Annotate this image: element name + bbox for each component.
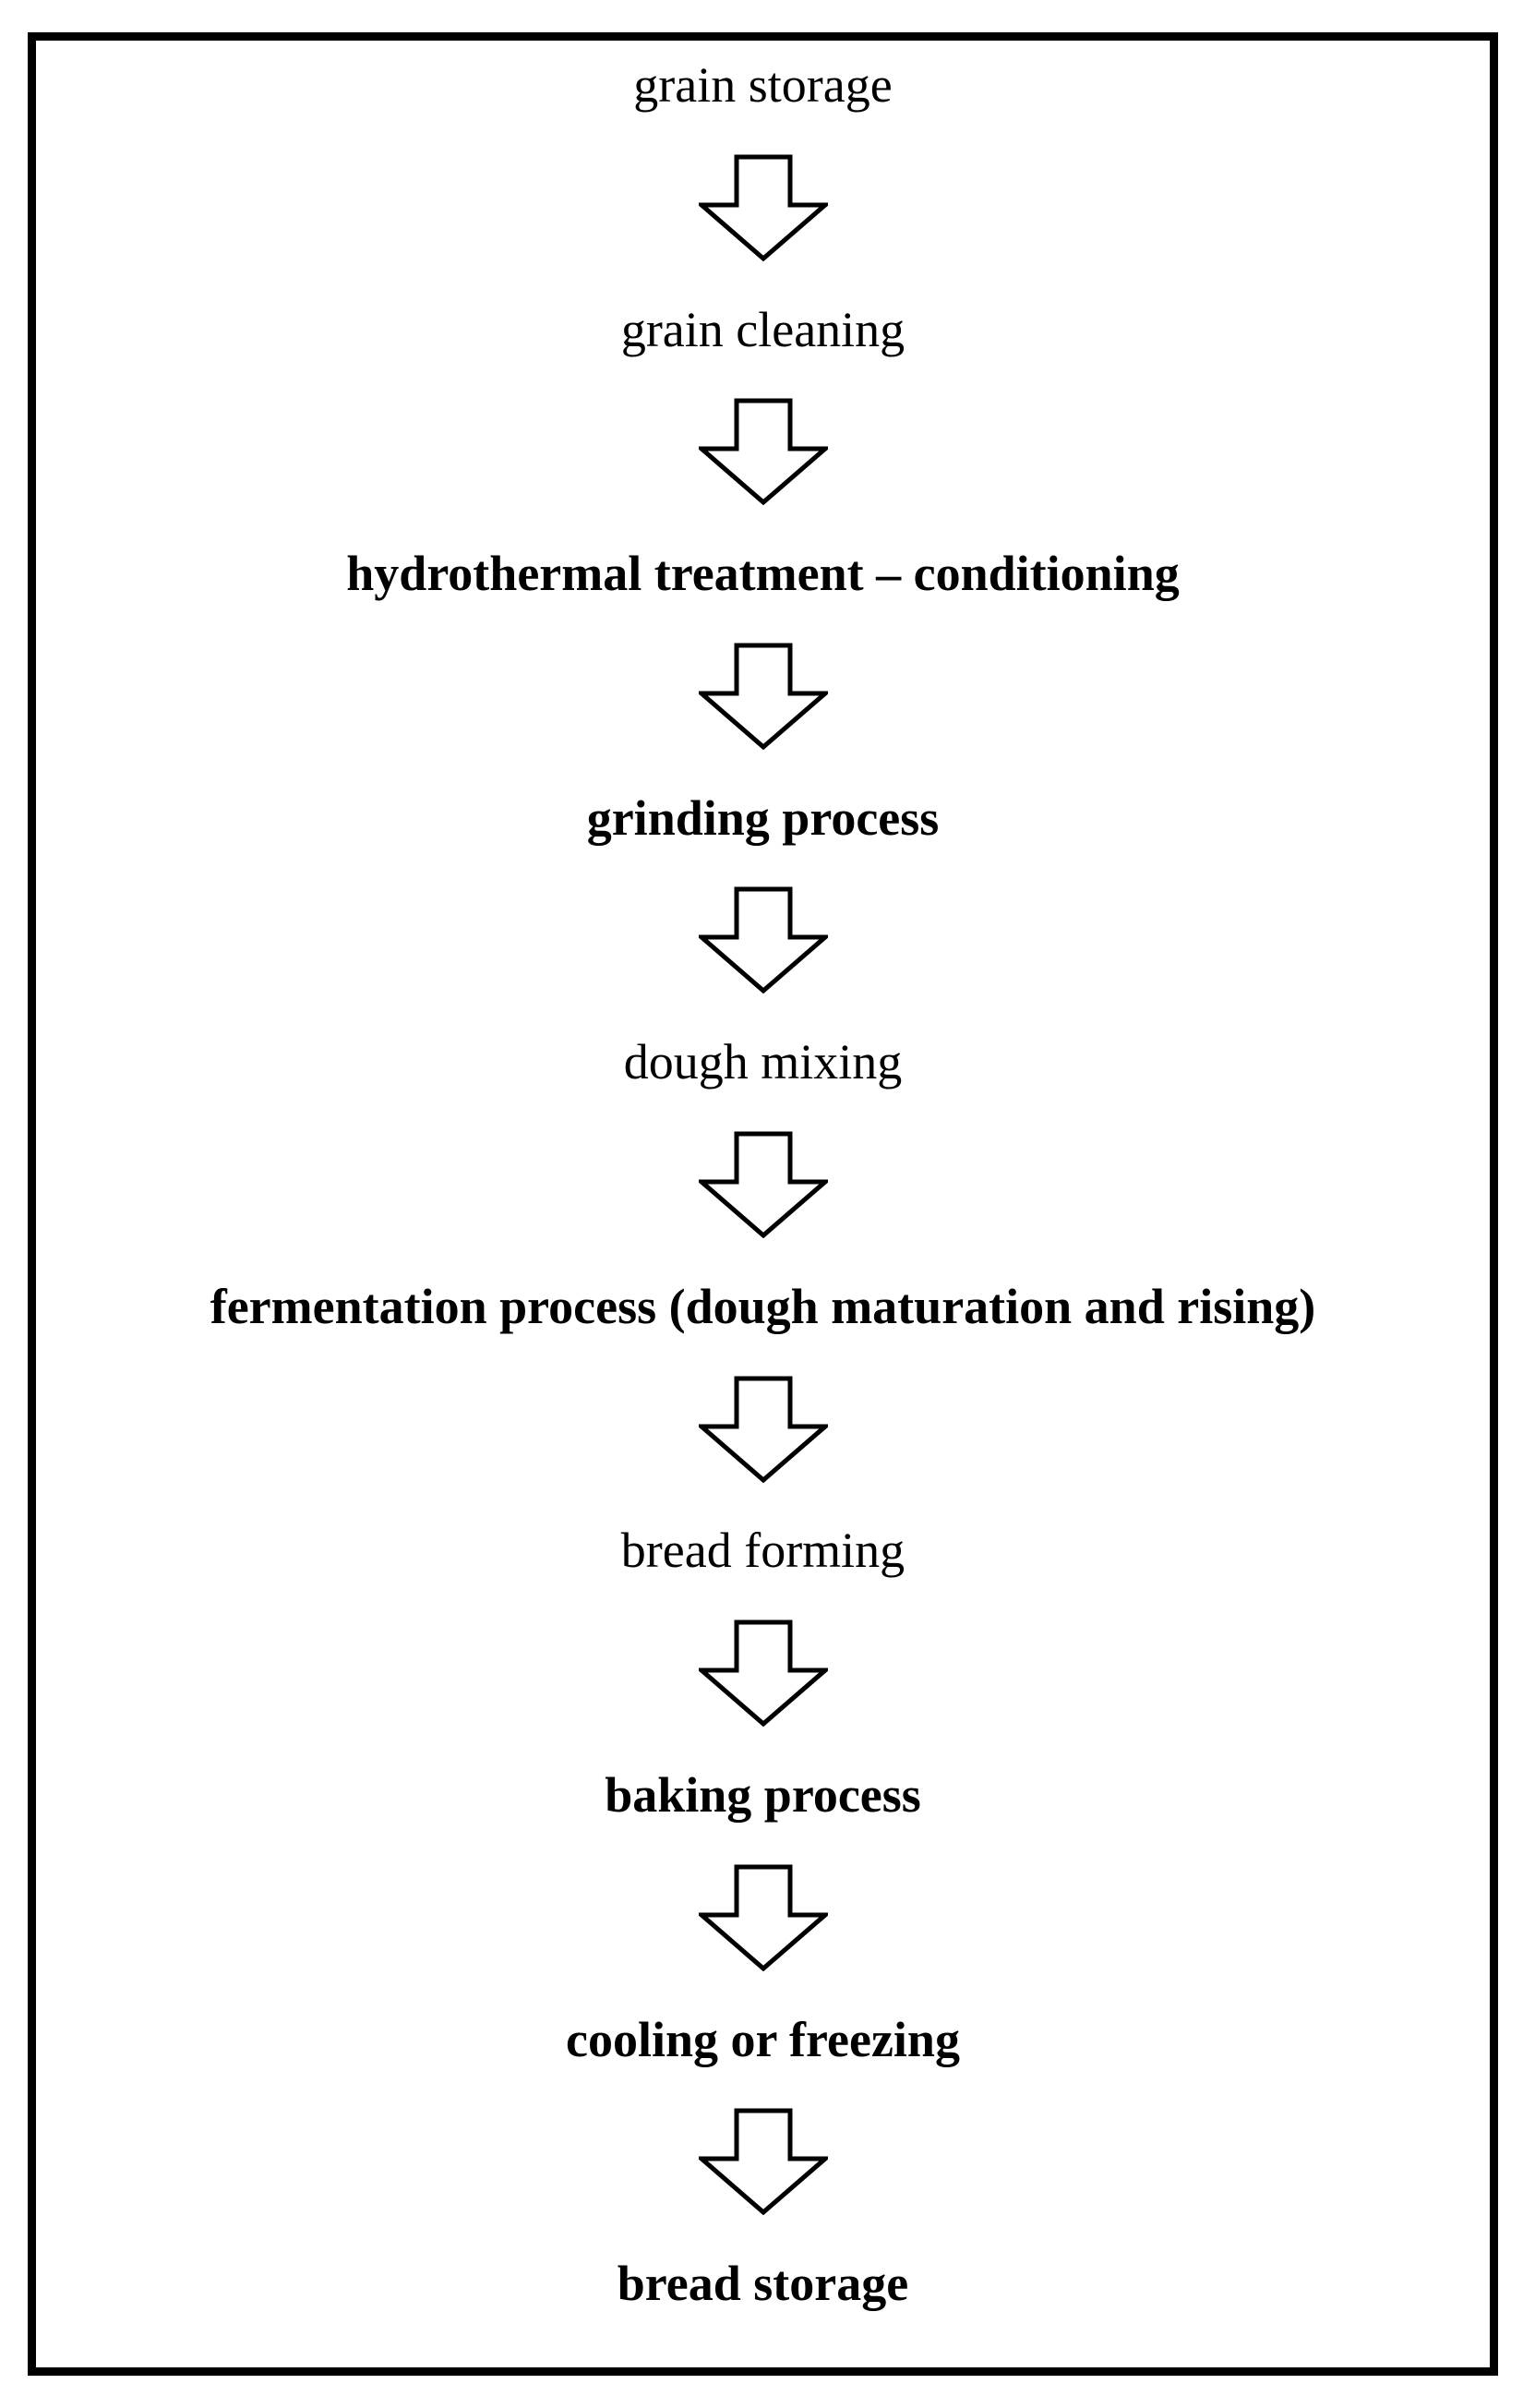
flowchart-frame: grain storage grain cleaning hydrotherma… [28, 32, 1498, 2376]
down-arrow-icon [698, 643, 828, 750]
step-cooling-or-freezing: cooling or freezing [566, 2011, 960, 2067]
step-bread-storage: bread storage [617, 2256, 909, 2312]
down-arrow-icon [698, 1864, 828, 1971]
down-arrow-icon [698, 1131, 828, 1238]
step-fermentation-process-dough-maturation-and-rising: fermentation process (dough maturation a… [210, 1278, 1316, 1334]
down-arrow-icon [698, 2108, 828, 2216]
step-grain-cleaning: grain cleaning [620, 301, 905, 357]
down-arrow-icon [698, 1619, 828, 1728]
step-bread-forming: bread forming [620, 1523, 905, 1579]
down-arrow-icon [698, 398, 828, 506]
step-grinding-process: grinding process [586, 789, 940, 846]
down-arrow-icon [698, 154, 828, 261]
down-arrow-icon [698, 886, 828, 994]
step-grain-storage: grain storage [633, 57, 893, 113]
step-dough-mixing: dough mixing [623, 1034, 903, 1090]
step-hydrothermal-treatment-conditioning: hydrothermal treatment – conditioning [346, 546, 1180, 602]
down-arrow-icon [698, 1376, 828, 1483]
step-baking-process: baking process [605, 1767, 921, 1824]
